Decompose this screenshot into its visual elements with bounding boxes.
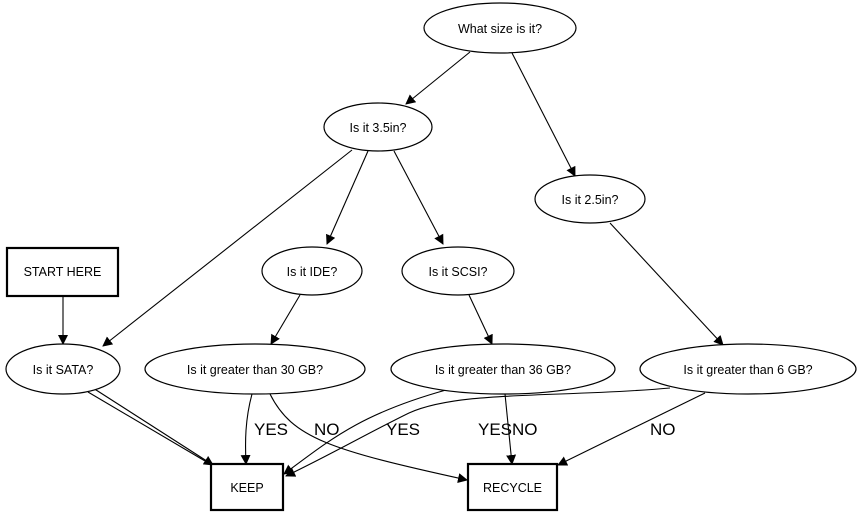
edge-labels: YES NO YES YES NO NO: [254, 420, 676, 439]
node-is-sata-label: Is it SATA?: [33, 363, 94, 377]
node-gt-36gb-label: Is it greater than 36 GB?: [435, 363, 571, 377]
node-is-ide: Is it IDE?: [261, 246, 363, 296]
edge-sata-to-keep-b: [92, 387, 214, 466]
edge-35in-to-scsi: [393, 150, 444, 245]
edge-ide-to-gt30: [270, 294, 301, 345]
edge-35in-to-sata: [102, 149, 353, 347]
node-is-35in: Is it 3.5in?: [323, 102, 433, 152]
node-recycle-label: RECYCLE: [483, 481, 542, 495]
node-keep: KEEP: [209, 462, 285, 512]
node-start-here-label: START HERE: [24, 265, 102, 279]
node-is-scsi: Is it SCSI?: [401, 246, 515, 296]
edge-25in-to-gt6: [609, 222, 724, 346]
edge-35in-to-ide: [326, 150, 369, 245]
node-is-35in-label: Is it 3.5in?: [350, 121, 407, 135]
edges: [58, 51, 724, 483]
node-is-25in: Is it 2.5in?: [534, 174, 646, 224]
node-start-here: START HERE: [5, 246, 120, 298]
node-gt-6gb: Is it greater than 6 GB?: [639, 343, 857, 395]
node-recycle: RECYCLE: [466, 462, 559, 512]
node-is-scsi-label: Is it SCSI?: [428, 265, 487, 279]
edge-gt36-to-keep: [283, 389, 447, 475]
edge-label-gt30-no: NO: [314, 420, 340, 439]
node-gt-30gb-label: Is it greater than 30 GB?: [187, 363, 323, 377]
node-gt-6gb-label: Is it greater than 6 GB?: [683, 363, 812, 377]
edge-sata-to-keep-a: [87, 391, 206, 462]
edge-scsi-to-gt36: [468, 294, 493, 345]
node-gt-36gb: Is it greater than 36 GB?: [390, 343, 616, 395]
edge-size-to-25in: [511, 52, 576, 177]
node-is-25in-label: Is it 2.5in?: [562, 193, 619, 207]
edge-label-gt6-yes: YES: [478, 420, 512, 439]
node-is-sata: Is it SATA?: [5, 343, 121, 395]
edge-label-gt6-no: NO: [650, 420, 676, 439]
edge-gt36-to-recycle: [504, 393, 517, 465]
edge-label-gt36-no: NO: [512, 420, 538, 439]
node-what-size: What size is it?: [423, 2, 577, 54]
node-gt-30gb: Is it greater than 30 GB?: [144, 343, 366, 395]
edge-label-gt30-yes: YES: [254, 420, 288, 439]
node-is-ide-label: Is it IDE?: [287, 265, 338, 279]
edge-gt6-to-recycle: [557, 392, 706, 466]
edge-label-gt36-yes: YES: [386, 420, 420, 439]
edge-gt30-to-keep: [240, 393, 253, 465]
edge-gt30-to-recycle: [269, 393, 468, 483]
edge-gt6-to-keep: [285, 387, 671, 477]
edge-size-to-35in: [405, 51, 471, 105]
node-keep-label: KEEP: [230, 481, 263, 495]
node-what-size-label: What size is it?: [458, 22, 542, 36]
